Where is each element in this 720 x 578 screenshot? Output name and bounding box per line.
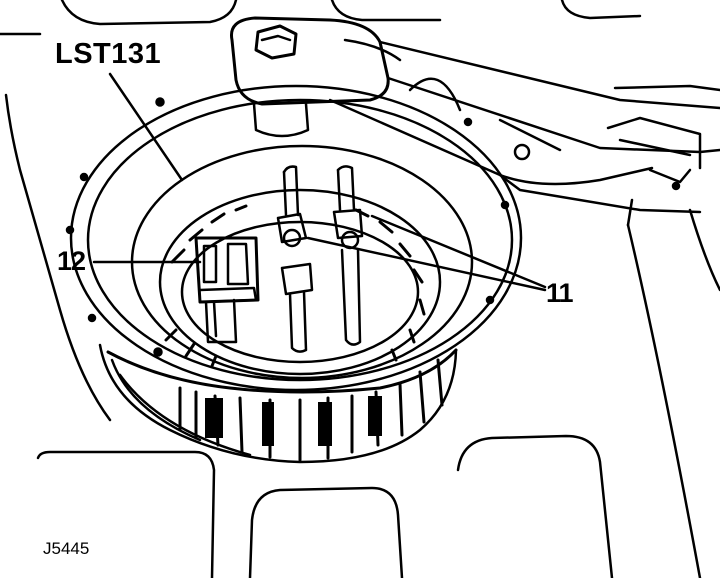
service-tool-lst131 [229, 16, 720, 214]
leader-11-upper [370, 214, 547, 289]
figure-id: J5445 [43, 539, 90, 558]
pump-top-plate [158, 188, 442, 376]
leader-tool [108, 72, 184, 182]
leader-11-lower [306, 236, 547, 292]
locking-ring-flange [65, 84, 523, 392]
callout-label-tool: LST131 [55, 38, 162, 70]
electrical-connector [194, 236, 260, 344]
callout-label-pipe-unions: 11 [546, 278, 574, 308]
locking-ring-body [98, 343, 458, 464]
callout-label-connector: 12 [57, 246, 86, 276]
fuel-pipes [276, 165, 364, 353]
callout-leaders [92, 72, 547, 292]
